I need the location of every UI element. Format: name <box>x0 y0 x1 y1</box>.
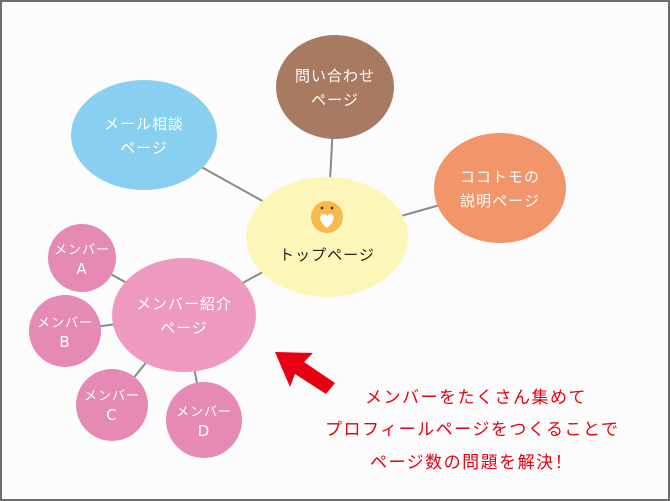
node-member-a: メンバー A <box>48 224 116 292</box>
node-top-label: トップページ <box>279 246 375 264</box>
node-member-b-line1: メンバー <box>37 316 93 331</box>
node-member-a-line1: メンバー <box>54 243 110 258</box>
node-inquiry-line1: 問い合わせ <box>295 67 375 85</box>
red-arrow-icon <box>275 352 335 394</box>
node-about-page: ココトモの 説明ページ <box>434 133 566 243</box>
node-top-page: トップページ <box>246 177 408 297</box>
node-about-line2: 説明ページ <box>460 192 540 210</box>
node-member-b-line2: B <box>59 333 70 351</box>
caption-line-1: メンバーをたくさん集めて <box>365 388 587 408</box>
node-member-intro-line1: メンバー紹介 <box>136 295 232 313</box>
node-about-line1: ココトモの <box>460 168 540 186</box>
caption-line-2: プロフィールページをつくることで <box>325 420 620 440</box>
node-member-d: メンバー D <box>166 382 242 458</box>
node-member-a-line2: A <box>76 260 87 278</box>
node-member-d-line1: メンバー <box>176 405 232 420</box>
node-member-intro-line2: ページ <box>160 319 208 337</box>
node-member-intro-page: メンバー紹介 ページ <box>112 258 256 372</box>
node-mail-page: メール相談 ページ <box>71 80 217 190</box>
node-member-b: メンバー B <box>29 295 101 367</box>
node-member-c-line2: C <box>106 406 117 424</box>
node-inquiry-line2: ページ <box>311 91 359 109</box>
node-member-c: メンバー C <box>76 369 148 441</box>
mascot-heart-icon <box>311 201 343 233</box>
node-inquiry-page: 問い合わせ ページ <box>276 35 394 139</box>
node-member-d-line2: D <box>198 422 211 440</box>
caption-line-3: ページ数の問題を解決！ <box>370 453 574 473</box>
node-mail-line2: ページ <box>120 139 168 157</box>
node-mail-line1: メール相談 <box>104 115 184 133</box>
node-member-c-line1: メンバー <box>84 389 140 404</box>
